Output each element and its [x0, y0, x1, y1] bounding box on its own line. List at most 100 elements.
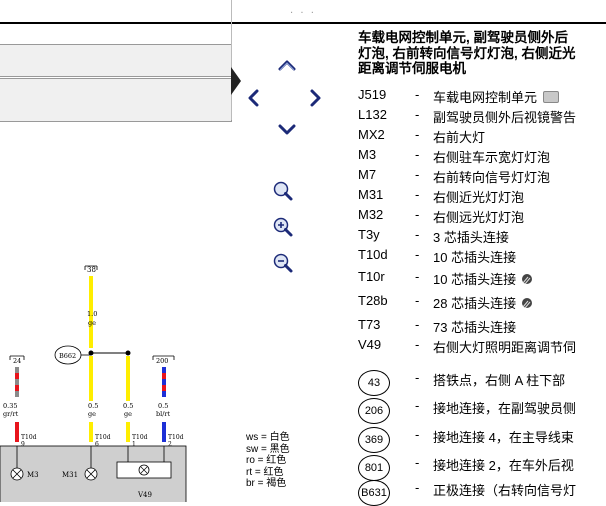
wire-yellow-b — [89, 356, 93, 401]
wire-d-size: 0.5 — [158, 402, 168, 410]
legend-item: rt = 红色 — [246, 466, 284, 478]
list-item[interactable]: T10d - 10 芯插头连接 — [358, 245, 606, 265]
item-desc: 10 芯插头连接 — [433, 250, 517, 265]
item-desc-text: 10 芯插头连接 — [433, 272, 517, 287]
legend-item: br = 褐色 — [246, 478, 287, 489]
item-desc-text: 28 芯插头连接 — [433, 296, 517, 311]
chevron-down-icon[interactable] — [277, 123, 297, 137]
item-desc: 28 芯插头连接 — [433, 293, 533, 311]
item-dash: - — [415, 127, 420, 142]
item-code: M7 — [358, 167, 377, 182]
list-item[interactable]: MX2 - 右前大灯 — [358, 125, 606, 145]
item-desc: 3 芯插头连接 — [433, 230, 509, 245]
item-desc: 73 芯插头连接 — [433, 320, 517, 335]
item-dash: - — [415, 370, 420, 385]
lamp-m3-label: M3 — [27, 471, 39, 479]
connector-t10d-6-pin: 6 — [95, 441, 99, 448]
wire-38-size: 1.0 — [87, 310, 97, 318]
item-dash: - — [415, 398, 420, 413]
junction-dot — [88, 350, 94, 356]
zoom-in-icon[interactable] — [272, 216, 294, 238]
list-item[interactable]: T10r - 10 芯插头连接 — [358, 267, 606, 287]
wire-b-size: 0.5 — [88, 402, 98, 410]
list-item[interactable]: - 接地连接 4，在主导线束 — [358, 427, 606, 447]
list-item[interactable]: M3 - 右侧驻车示宽灯灯泡 — [358, 145, 606, 165]
list-item[interactable]: - 搭铁点，右侧 A 柱下部 — [358, 370, 606, 390]
wire-38-color: ge — [88, 319, 96, 327]
item-dash: - — [415, 227, 420, 242]
item-desc: 搭铁点，右侧 A 柱下部 — [433, 373, 566, 388]
wire-a-color: gr/rt — [3, 410, 19, 418]
list-item[interactable]: M32 - 右侧远光灯灯泡 — [358, 205, 606, 225]
item-code: T10d — [358, 247, 388, 262]
terminal-200-label: 200 — [156, 357, 168, 365]
list-item[interactable]: M7 - 右前转向信号灯灯泡 — [358, 165, 606, 185]
item-desc: 副驾驶员侧外后视镜警告 — [433, 110, 577, 125]
item-desc: 右侧大灯照明距离调节伺 — [433, 340, 577, 355]
connector-view-icon[interactable] — [520, 297, 533, 310]
item-desc-text: 车载电网控制单元 — [433, 90, 538, 105]
wiring-diagram: 38 1.0 ge B662 24 0.35 gr/rt 200 0.5 ge … — [0, 265, 187, 502]
terminal-38-label: 38 — [87, 266, 96, 274]
item-desc: 右前大灯 — [433, 130, 486, 145]
list-item[interactable]: L132 - 副驾驶员侧外后视镜警告 — [358, 105, 606, 125]
wire-yellow-main — [89, 276, 93, 348]
zoom-out-icon[interactable] — [272, 252, 294, 274]
item-code: MX2 — [358, 127, 385, 142]
chevron-right-icon[interactable] — [309, 88, 323, 108]
title-line: 距离调节伺服电机 — [358, 61, 466, 76]
item-code: V49 — [358, 337, 382, 352]
top-divider — [0, 22, 606, 24]
chevron-up-icon[interactable] — [277, 58, 297, 72]
list-item[interactable]: T3y - 3 芯插头连接 — [358, 225, 606, 245]
color-legend: ws = 白色 sw = 黑色 ro = 红色 rt = 红色 br = 褐色 — [246, 432, 290, 490]
item-dash: - — [415, 107, 420, 122]
item-code: M3 — [358, 147, 377, 162]
item-desc: 接地连接 4，在主导线束 — [433, 430, 574, 445]
title-line: 车载电网控制单元, 副驾驶员侧外后 — [358, 30, 569, 45]
list-item[interactable]: V49 - 右侧大灯照明距离调节伺 — [358, 335, 606, 355]
connector-t10d-1: T10d — [132, 434, 148, 441]
component-list-title: 车载电网控制单元, 副驾驶员侧外后 灯泡, 右前转向信号灯灯泡, 右侧近光 距离… — [358, 30, 606, 77]
list-item[interactable]: T28b - 28 芯插头连接 — [358, 291, 606, 311]
chevron-left-icon[interactable] — [246, 88, 260, 108]
item-code: M32 — [358, 207, 384, 222]
magnifier-icon[interactable] — [272, 180, 294, 202]
motor-v49-label: V49 — [137, 491, 152, 499]
list-item[interactable]: J519 - 车载电网控制单元 — [358, 85, 606, 105]
item-desc: 接地连接 2，在车外后视 — [433, 458, 574, 473]
item-dash: - — [415, 317, 420, 332]
legend-item: ro = 红色 — [246, 455, 287, 466]
list-item[interactable]: T73 - 73 芯插头连接 — [358, 315, 606, 335]
item-code: T10r — [358, 269, 385, 284]
list-item[interactable]: - 正极连接（右转向信号灯 — [358, 480, 606, 500]
title-line: 灯泡, 右前转向信号灯灯泡, 右侧近光 — [358, 45, 576, 61]
collapse-panel-arrow-icon[interactable] — [231, 67, 241, 95]
item-code: T3y — [358, 227, 380, 242]
item-code: L132 — [358, 107, 387, 122]
ground-point-badge[interactable]: 206 — [358, 398, 390, 424]
item-code: J519 — [358, 87, 387, 102]
item-dash: - — [415, 207, 420, 222]
item-code: T28b — [358, 293, 388, 308]
window-grip[interactable]: · · · — [290, 8, 316, 19]
list-item[interactable]: - 接地连接 2，在车外后视 — [358, 455, 606, 475]
viewer-header-bar — [0, 44, 232, 77]
list-item[interactable]: M31 - 右侧近光灯灯泡 — [358, 185, 606, 205]
item-desc: 接地连接，在副驾驶员侧 — [433, 401, 577, 416]
item-dash: - — [415, 337, 420, 352]
ground-point-badge[interactable]: 369 — [358, 427, 390, 453]
item-dash: - — [415, 87, 420, 102]
connector-view-icon[interactable] — [520, 273, 533, 286]
item-dash: - — [415, 147, 420, 162]
connector-t10d-9-pin: 9 — [21, 441, 25, 448]
connector-t10d-2: T10d — [168, 434, 184, 441]
junction-dot — [125, 350, 131, 356]
connector-t10d-6: T10d — [95, 434, 111, 441]
item-desc: 车载电网控制单元 — [433, 87, 560, 105]
terminal-24-label: 24 — [13, 357, 21, 365]
item-desc: 右侧远光灯灯泡 — [433, 210, 525, 225]
ground-point-badge[interactable]: 43 — [358, 370, 390, 396]
camera-icon[interactable] — [543, 91, 560, 103]
list-item[interactable]: - 接地连接，在副驾驶员侧 — [358, 398, 606, 418]
